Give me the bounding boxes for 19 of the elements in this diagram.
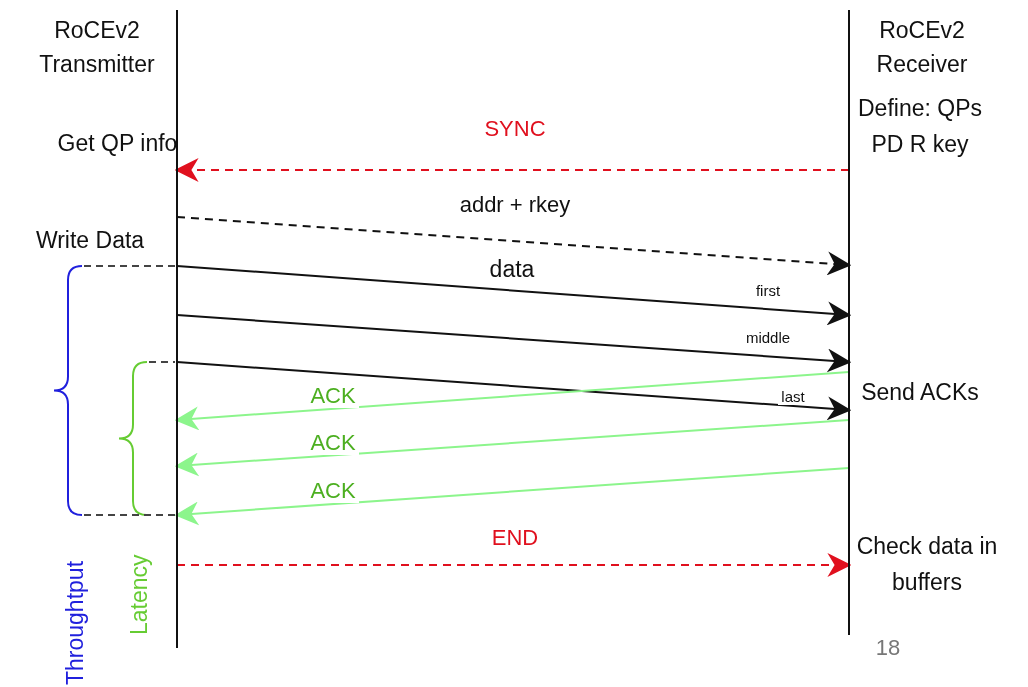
dashed-arrow <box>176 216 852 276</box>
edge-label: last <box>778 388 808 405</box>
note: Get QP info <box>56 129 179 158</box>
arrow <box>174 371 850 431</box>
note: Write Data <box>34 226 146 255</box>
text-label: data <box>488 255 536 284</box>
arrow <box>176 314 852 373</box>
arrow <box>176 361 852 421</box>
lifeline-header: RoCEv2 Transmitter <box>38 16 156 79</box>
page-number: 18 <box>874 634 902 662</box>
arrow <box>176 265 852 326</box>
arrow <box>174 419 850 477</box>
lifeline-header: RoCEv2 Receiver <box>875 16 969 79</box>
note: Define: QPs PD R key <box>857 94 983 159</box>
arrow <box>174 467 850 526</box>
bracket-label: Throughtput <box>61 559 89 685</box>
note: Check data in buffers <box>855 532 999 597</box>
bracket-label: Latency <box>125 553 153 635</box>
note: Send ACKs <box>860 378 980 407</box>
